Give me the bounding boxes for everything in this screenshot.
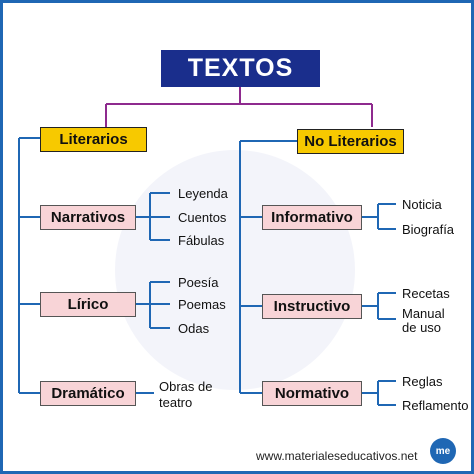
category-no-literarios: No Literarios — [297, 129, 404, 154]
leaf-fabulas: Fábulas — [178, 233, 225, 248]
leaf-reflamento: Reflamento — [402, 398, 469, 413]
brand-logo-icon: me — [430, 438, 456, 464]
subtype-dramatico: Dramático — [40, 381, 136, 406]
subtype-informativo: Informativo — [262, 205, 362, 230]
footer-url[interactable]: www.materialeseducativos.net — [256, 449, 418, 463]
leaf-teatro: teatro — [159, 395, 193, 410]
subtype-lirico: Lírico — [40, 292, 136, 317]
leaf-manual: Manual — [402, 306, 445, 321]
leaf-biografia: Biografía — [402, 222, 455, 237]
subtype-narrativos: Narrativos — [40, 205, 136, 230]
title-box: TEXTOS — [161, 50, 320, 87]
leaf-poemas: Poemas — [178, 297, 226, 312]
leaf-poesia: Poesía — [178, 275, 219, 290]
category-literarios: Literarios — [40, 127, 147, 152]
leaf-reglas: Reglas — [402, 374, 443, 389]
leaf-noticia: Noticia — [402, 197, 442, 212]
leaf-leyenda: Leyenda — [178, 186, 228, 201]
subtype-instructivo: Instructivo — [262, 294, 362, 319]
leaf-obras-de: Obras de — [159, 379, 213, 394]
leaf-odas: Odas — [178, 321, 210, 336]
leaf-de-uso: de uso — [402, 320, 442, 335]
leaf-recetas: Recetas — [402, 286, 450, 301]
watermark-logo — [115, 150, 355, 390]
leaf-cuentos: Cuentos — [178, 210, 227, 225]
subtype-normativo: Normativo — [262, 381, 362, 406]
